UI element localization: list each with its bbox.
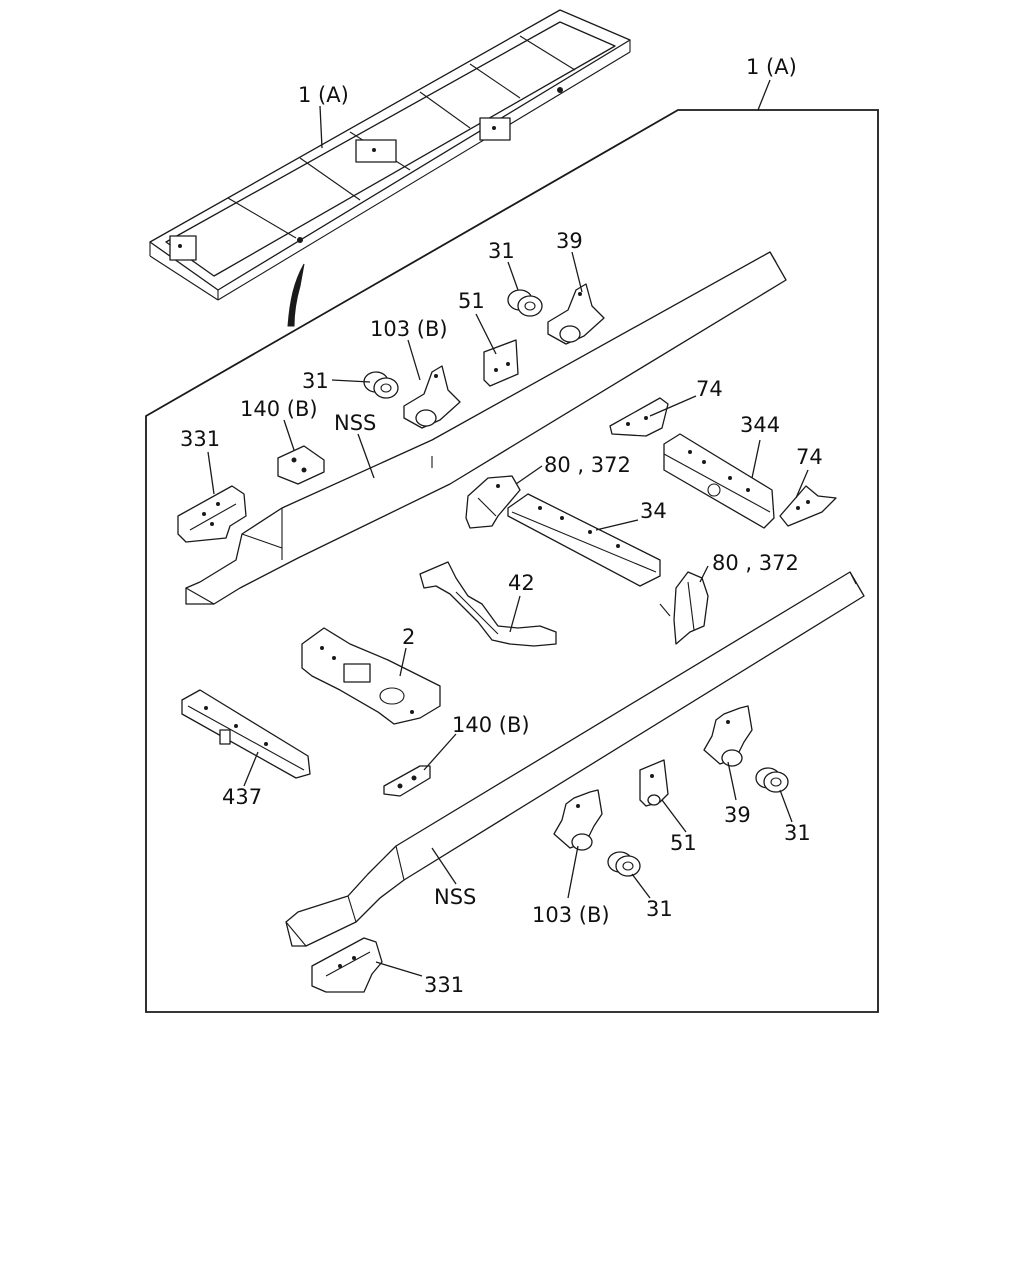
label-tube-crossmember: 42	[508, 571, 535, 595]
label-bracket-pair-upper: 80 , 372	[544, 453, 631, 477]
spring-bracket-upper-rear	[547, 283, 605, 345]
crossmember-center	[507, 493, 661, 587]
gusset-upper	[609, 397, 669, 437]
label-bracket-upper-rear: 39	[556, 229, 583, 253]
gusset-right	[779, 485, 837, 527]
label-rail-lower: NSS	[434, 885, 476, 909]
label-bracket-pair-lower: 80 , 372	[712, 551, 799, 575]
plate-lower-right	[639, 759, 669, 807]
callout-labels: 1 (A) 1 (A) 31 39 51 103 (B) 31 140 (B) …	[180, 55, 823, 997]
tube-crossmember	[419, 561, 557, 647]
label-bushing-lower-front: 31	[646, 897, 673, 921]
crossmember-left	[181, 689, 311, 779]
bushing-upper-front	[363, 371, 399, 399]
frame-bracket-upper-left	[177, 485, 247, 543]
crossmember-front	[301, 627, 441, 725]
label-rail-upper: NSS	[334, 411, 376, 435]
spring-bracket-upper-front	[403, 365, 461, 429]
label-bracket-upper-left: 331	[180, 427, 220, 451]
spring-bracket-lower-front	[553, 789, 603, 851]
label-gusset-upper: 74	[696, 377, 723, 401]
label-bushing-upper-front: 31	[302, 369, 329, 393]
label-plate-lower: 140 (B)	[452, 713, 530, 737]
bracket-pair-upper	[465, 475, 521, 529]
bushing-upper-rear	[507, 289, 543, 317]
plate-upper-left	[277, 445, 325, 485]
label-crossmember-left: 437	[222, 785, 262, 809]
label-crossmember-center: 34	[640, 499, 667, 523]
plate-lower	[383, 765, 431, 797]
detail-arrow-icon	[287, 263, 305, 327]
label-assembly-overview: 1 (A)	[298, 83, 349, 107]
label-bracket-lower-rear: 39	[724, 803, 751, 827]
label-gusset-right: 74	[796, 445, 823, 469]
label-bushing-lower-rear: 31	[784, 821, 811, 845]
side-rail-upper	[185, 251, 787, 605]
label-bushing-upper-rear: 31	[488, 239, 515, 263]
plate-upper	[483, 339, 519, 387]
leader-lines	[207, 79, 809, 977]
label-plate-lower-right: 51	[670, 831, 697, 855]
label-plate-upper: 51	[458, 289, 485, 313]
spring-bracket-lower-rear	[703, 705, 753, 767]
label-crossmember-upper-right: 344	[740, 413, 780, 437]
crossmember-upper-right	[663, 433, 775, 529]
chassis-frame-assembly	[149, 9, 631, 301]
bushing-lower-front	[607, 851, 641, 877]
bracket-pair-lower	[659, 571, 709, 645]
label-assembly-box: 1 (A)	[746, 55, 797, 79]
label-crossmember-front: 2	[402, 625, 415, 649]
label-bracket-lower-front: 103 (B)	[532, 903, 610, 927]
label-bracket-lower-left: 331	[424, 973, 464, 997]
exploded-view-border	[145, 109, 879, 1013]
label-bracket-upper-front: 103 (B)	[370, 317, 448, 341]
bushing-lower-rear	[755, 767, 789, 793]
side-rail-lower	[285, 571, 865, 947]
label-plate-upper-left: 140 (B)	[240, 397, 318, 421]
frame-bracket-lower-left	[311, 937, 383, 993]
